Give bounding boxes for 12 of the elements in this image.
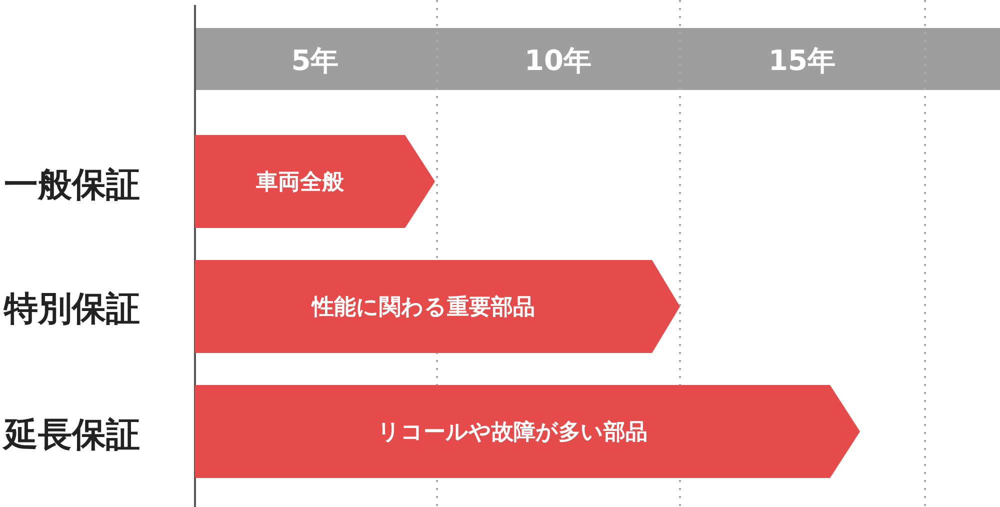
row-label: 延長保証 — [4, 414, 140, 457]
arrow-bar — [195, 385, 860, 478]
year-label: 15年 — [768, 43, 836, 79]
year-label: 10年 — [524, 43, 592, 79]
row-label: 一般保証 — [4, 164, 140, 207]
bar-label: リコールや故障が多い部品 — [378, 418, 648, 446]
year-label: 5年 — [290, 43, 340, 79]
arrow-bar — [195, 260, 680, 353]
bar-label: 車両全般 — [256, 168, 344, 196]
row-label: 特別保証 — [4, 288, 140, 331]
bar-label: 性能に関わる重要部品 — [312, 294, 535, 322]
arrow-bar — [195, 135, 435, 228]
